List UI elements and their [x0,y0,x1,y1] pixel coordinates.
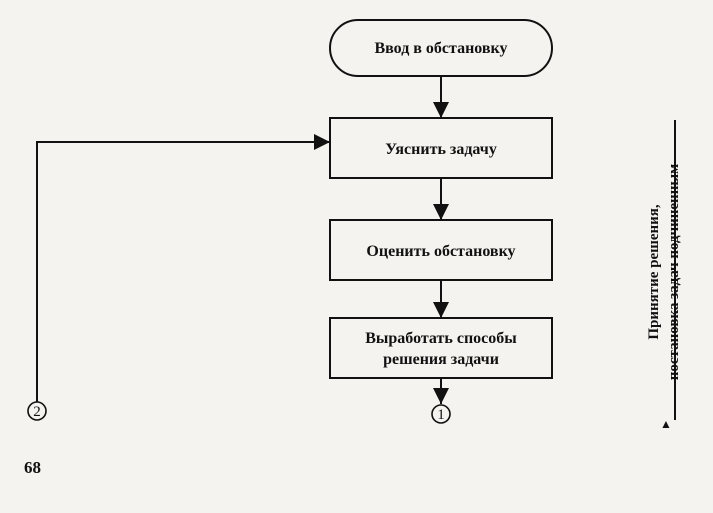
connector-2-label: 2 [33,404,41,420]
side-label-arrow-icon: ▲ [660,417,672,431]
node-clarify-text: Уяснить задачу [385,141,497,158]
node-develop-shape [329,317,553,379]
side-label: Принятие решения, постановка задач подчи… [644,127,692,417]
side-label-bar [674,120,676,420]
connector-1-circle [431,404,451,424]
node-enter-text: Ввод в обстановку [374,40,507,57]
connector-1-label: 1 [437,407,445,423]
node-assess-text: Оценить обстановку [366,243,515,260]
page-number: 68 [24,458,41,477]
side-label-line-2: постановка задач подчиненным [666,163,682,381]
node-develop-text-line-1: Выработать способы [365,330,517,347]
side-label-line-1: Принятие решения, [646,204,662,340]
node-develop-text-line-2: решения задачи [383,351,499,368]
arrow-feedback-to-clarify [36,134,330,402]
